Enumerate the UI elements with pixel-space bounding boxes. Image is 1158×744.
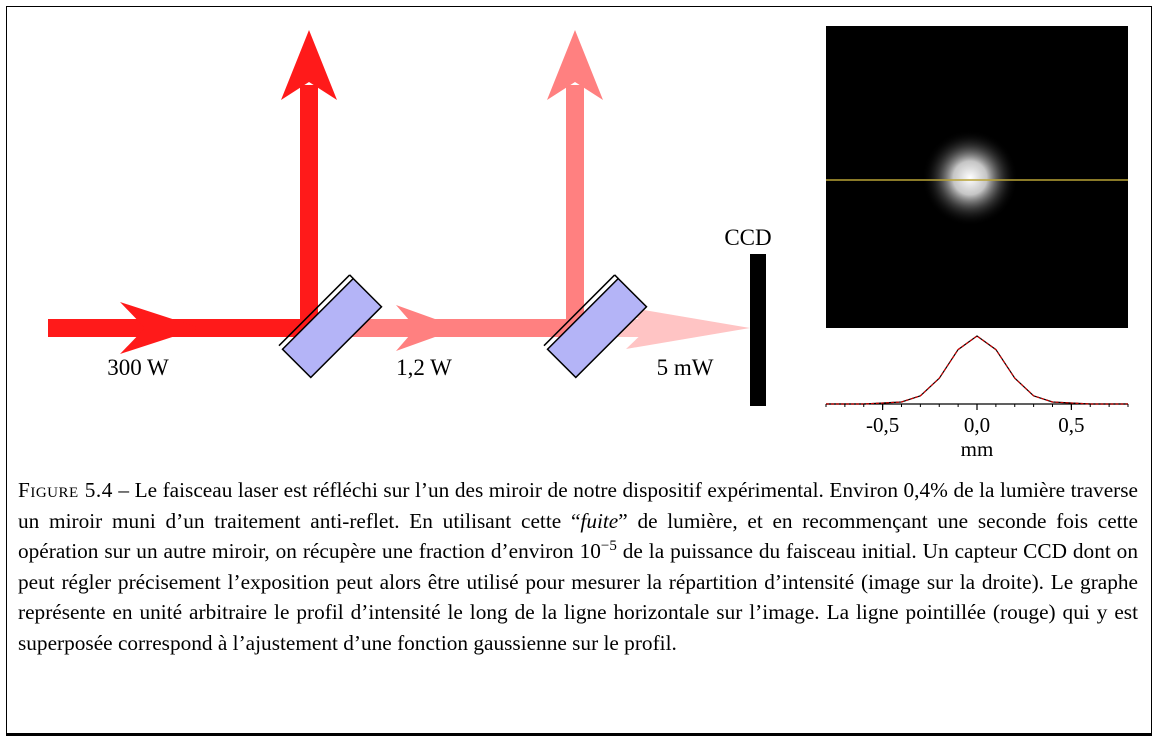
power-out-label: 5 mW [657, 355, 714, 380]
caption-exponent: −5 [600, 538, 617, 555]
x-tick-label: -0,5 [866, 413, 899, 437]
ccd-detector [750, 254, 766, 406]
caption-text-2: ” de lumière, et en recommençant une sec… [18, 508, 1139, 564]
ccd-image [826, 26, 1128, 328]
intensity-profile-plot: -0,5 0,0 0,5 mm [825, 335, 1129, 461]
profile-curve [826, 335, 1128, 405]
caption-italic: fuite [580, 508, 619, 533]
caption-text-3: de la puissance du faisceau initial. Un … [18, 539, 1138, 655]
mirror-1 [278, 274, 383, 379]
caption-text-1: – Le faisceau laser est réfléchi sur l’u… [18, 478, 1138, 533]
x-tick-label: 0,5 [1058, 413, 1084, 437]
power-in-label: 300 W [107, 355, 169, 380]
x-axis-label: mm [961, 437, 994, 461]
reflected-beam-2 [547, 30, 603, 337]
caption-label: Figure 5.4 [18, 478, 113, 502]
laser-setup-diagram: CCD 300 W 1,2 W 5 mW -0,5 0,0 0,5 mm [48, 26, 1129, 461]
middle-beam [318, 305, 578, 351]
reflected-beam-1 [281, 30, 337, 337]
mirror-2 [543, 274, 648, 379]
gaussian-fit-curve [826, 335, 1128, 405]
x-tick-label: 0,0 [964, 413, 990, 437]
input-beam [48, 302, 318, 354]
figure-caption: Figure 5.4 – Le faisceau laser est réflé… [18, 475, 1138, 659]
ccd-label: CCD [724, 225, 771, 250]
figure-frame [6, 6, 1152, 736]
power-mid-label: 1,2 W [396, 355, 452, 380]
